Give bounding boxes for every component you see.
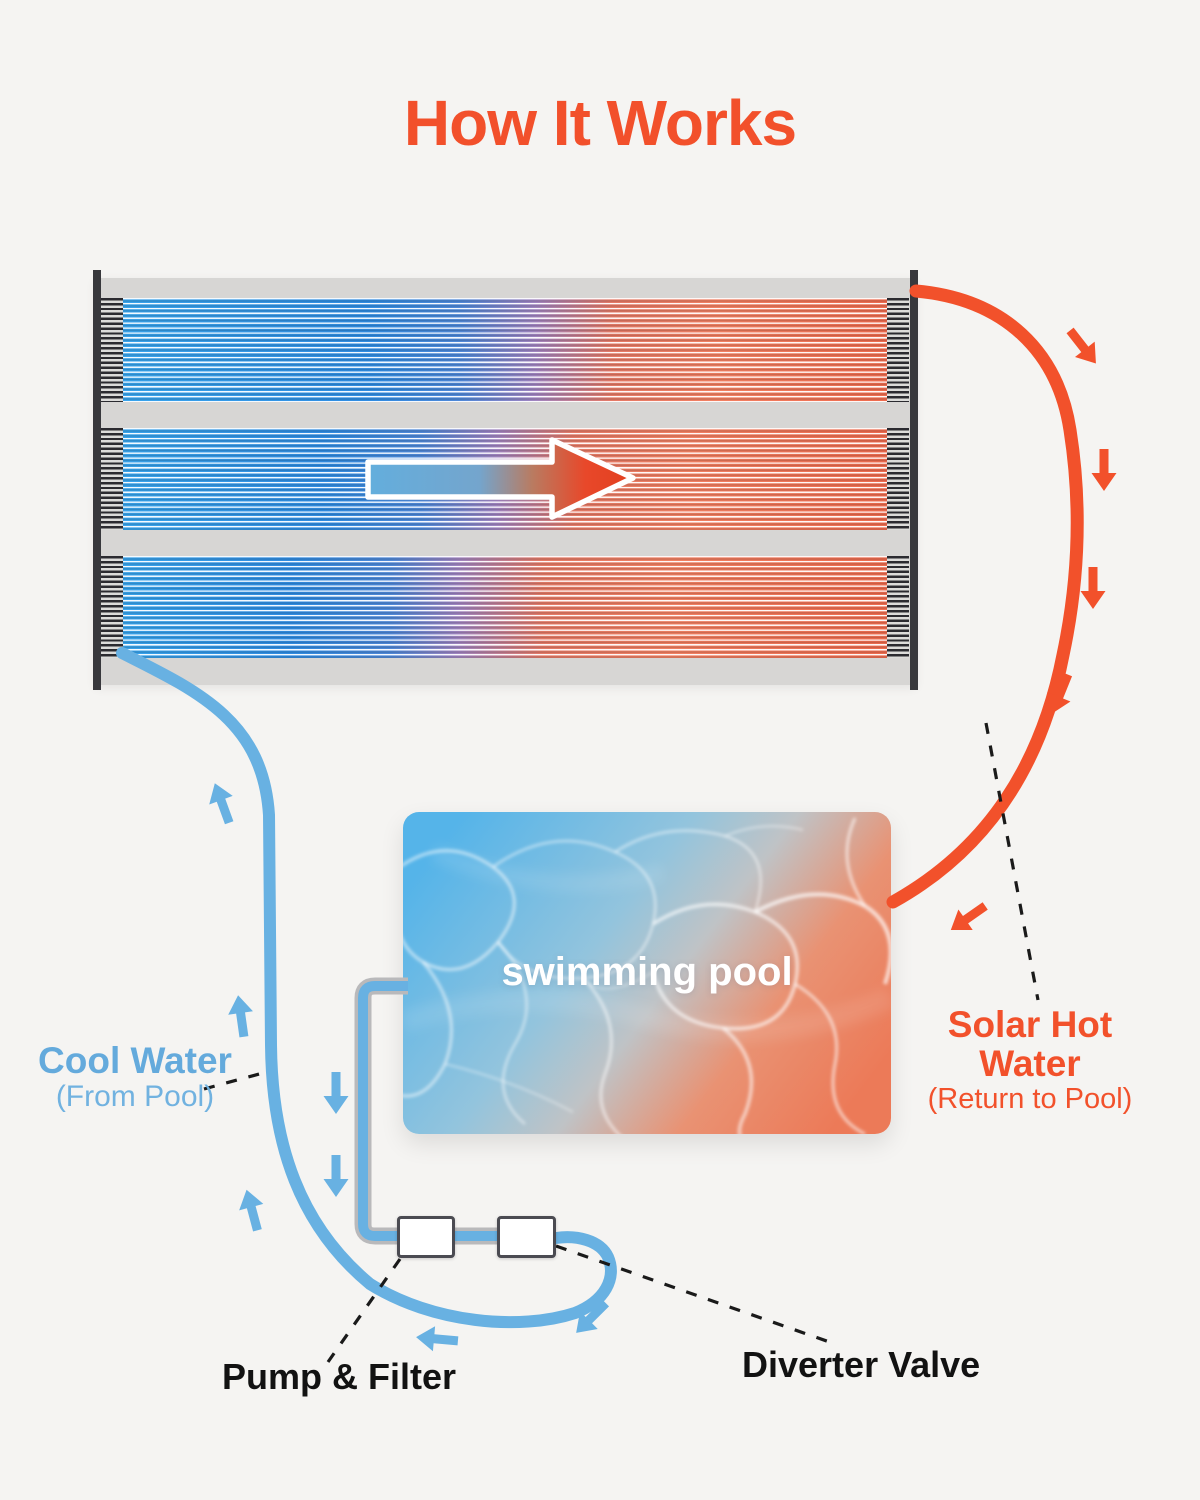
flow-arrow-down-icon: [323, 1072, 349, 1114]
panel-left-manifold: [93, 270, 101, 690]
pool-label: swimming pool: [501, 950, 793, 994]
solar-hot-water-subtitle: (Return to Pool): [927, 1082, 1133, 1115]
cool-water-label: Cool Water (From Pool): [30, 1040, 240, 1113]
tube-connectors-right: [887, 298, 909, 402]
hot-water-callout-line: [984, 722, 1040, 1001]
tube-connectors-right: [887, 428, 909, 530]
cool-water-subtitle: (From Pool): [55, 1079, 215, 1113]
flow-arrow-up-icon: [234, 1186, 270, 1234]
tube-connectors-left: [101, 298, 123, 402]
tube-connectors-left: [101, 556, 123, 658]
flow-arrow-down-icon: [1080, 567, 1106, 609]
flow-arrow-down-icon: [323, 1155, 349, 1197]
flow-arrow-down-icon: [1091, 449, 1117, 491]
flow-arrow-left-icon: [414, 1324, 460, 1354]
diverter-valve-box: [497, 1216, 556, 1258]
heat-flow-arrow-icon: [365, 437, 636, 520]
cool-water-pipe: [116, 647, 617, 1329]
solar-hot-water-title: Solar Hot Water: [947, 1004, 1113, 1084]
pool-drain-pipe-casing: [354, 977, 556, 1245]
tube-row-1: [101, 298, 909, 402]
tube-connectors-left: [101, 428, 123, 530]
solar-hot-water-label: Solar Hot Water (Return to Pool): [892, 1004, 1168, 1115]
page-title: How It Works: [403, 87, 797, 159]
diverter-callout-line: [555, 1244, 839, 1347]
pool-drain-pipe: [358, 981, 556, 1241]
panel-right-manifold: [910, 270, 918, 690]
tube-field-gradient: [123, 556, 887, 658]
cool-water-callout-line: [203, 1071, 264, 1091]
swimming-pool: swimming pool: [403, 812, 891, 1134]
pool-water-texture: [403, 812, 891, 1134]
pump-filter-box: [397, 1216, 455, 1258]
flow-arrow-up-icon: [203, 778, 241, 828]
tube-connectors-right: [887, 556, 909, 658]
diverter-valve-label: Diverter Valve: [742, 1344, 981, 1385]
cool-water-title: Cool Water: [38, 1040, 232, 1081]
hot-water-pipe: [886, 284, 1084, 909]
tube-field-gradient: [123, 298, 887, 402]
flow-arrow-up-icon: [225, 993, 257, 1039]
flow-arrow-down-left-icon: [943, 895, 993, 941]
pump-filter-label: Pump & Filter: [222, 1356, 457, 1397]
tube-row-3: [101, 556, 909, 658]
flow-arrow-down-right-icon: [1060, 322, 1106, 372]
